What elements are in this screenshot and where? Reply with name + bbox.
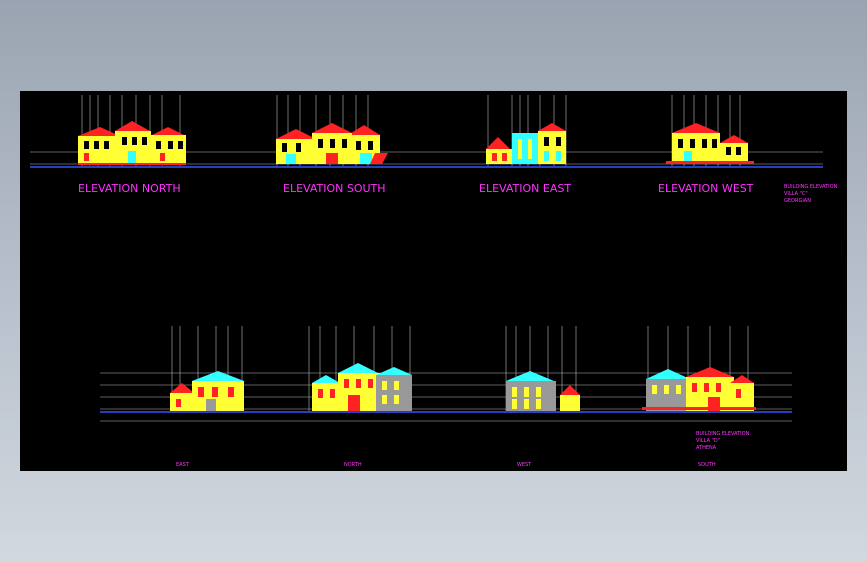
top-note-line-3: GEORGIAN: [784, 198, 811, 204]
elevation-south-building: [276, 123, 388, 164]
bottom-note: BUILDING ELEVATION VILLA "D" ATHENA: [696, 431, 750, 451]
bottom-note-line-2: VILLA "D": [696, 438, 720, 444]
top-note-line-2: VILLA "C": [784, 191, 808, 197]
bottom-south-building: [642, 367, 756, 411]
top-note: BUILDING ELEVATION VILLA "C" GEORGIAN: [784, 184, 838, 204]
label-elevation-west: ELEVATION WEST: [658, 182, 754, 195]
cad-drawing-canvas: ELEVATION NORTH ELEVATION SOUTH ELEVATIO…: [20, 91, 847, 471]
elevation-west-building: [666, 123, 754, 164]
label-bottom-east: EAST: [176, 462, 190, 468]
bottom-east-building: [170, 371, 244, 411]
label-bottom-south: SOUTH: [698, 462, 716, 468]
label-elevation-north: ELEVATION NORTH: [78, 182, 181, 195]
label-elevation-south: ELEVATION SOUTH: [283, 182, 386, 195]
bottom-north-building: [312, 363, 412, 411]
elevation-drawing: ELEVATION NORTH ELEVATION SOUTH ELEVATIO…: [30, 95, 838, 468]
label-elevation-east: ELEVATION EAST: [479, 182, 571, 195]
bottom-west-building: [506, 371, 580, 411]
label-bottom-north: NORTH: [344, 462, 362, 468]
bottom-note-line-1: BUILDING ELEVATION: [696, 431, 750, 437]
top-note-line-1: BUILDING ELEVATION: [784, 184, 838, 190]
elevation-east-building: [486, 123, 566, 164]
bottom-note-line-3: ATHENA: [696, 445, 717, 451]
label-bottom-west: WEST: [517, 462, 532, 468]
elevation-north-building: [78, 121, 186, 165]
